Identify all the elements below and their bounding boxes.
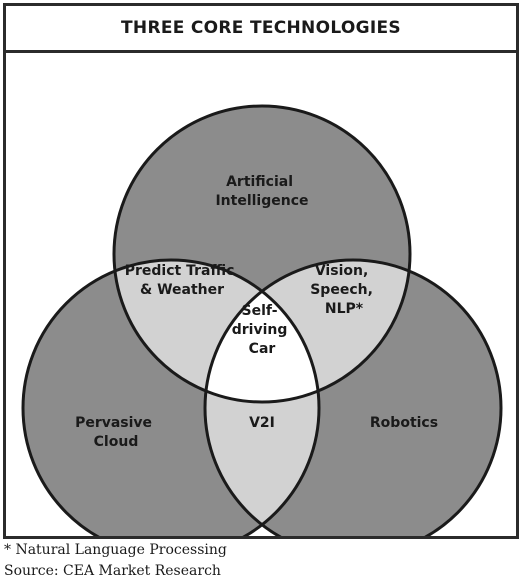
diagram-frame: THREE CORE TECHNOLOGIES <box>3 3 519 539</box>
diagram-title: THREE CORE TECHNOLOGIES <box>121 18 401 38</box>
outline-cloud <box>21 258 321 536</box>
venn-diagram: Artificial Intelligence Pervasive Cloud … <box>21 104 503 536</box>
footnote: * Natural Language Processing <box>4 542 227 558</box>
outline-ai <box>112 104 412 404</box>
notes: * Natural Language Processing Source: CE… <box>4 540 227 582</box>
title-bar: THREE CORE TECHNOLOGIES <box>6 6 516 53</box>
label-center: Self- driving Car <box>232 303 293 357</box>
label-ai: Artificial Intelligence <box>215 174 308 209</box>
outline-robotics <box>203 258 503 536</box>
label-robotics: Robotics <box>370 415 438 431</box>
overlap-center <box>205 260 319 402</box>
label-ai-robotics: Vision, Speech, NLP* <box>310 263 378 317</box>
label-cloud: Pervasive Cloud <box>75 415 157 450</box>
label-cloud-robotics: V2I <box>249 415 275 431</box>
label-ai-cloud: Predict Traffic & Weather <box>125 263 240 298</box>
source-line: Source: CEA Market Research <box>4 563 221 579</box>
